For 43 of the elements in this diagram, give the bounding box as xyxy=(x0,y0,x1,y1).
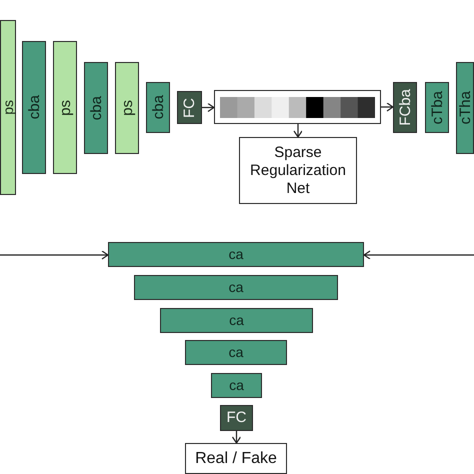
fc-block xyxy=(177,91,202,124)
layer-label: cTha xyxy=(456,91,474,125)
layer-block xyxy=(108,242,364,267)
layer-label: FC xyxy=(226,409,246,427)
layer-label: ps xyxy=(56,100,74,116)
layer-label: ca xyxy=(229,377,244,394)
layer-label: ca xyxy=(228,344,244,361)
layer-block xyxy=(115,62,139,154)
layer-block xyxy=(134,275,338,300)
arrow xyxy=(381,102,394,112)
layer-label: ps xyxy=(0,100,16,115)
fc-block xyxy=(393,82,417,133)
layer-block xyxy=(425,82,449,133)
layer-block xyxy=(84,62,108,154)
layer-block xyxy=(160,308,313,333)
arrow xyxy=(0,250,109,260)
text-box xyxy=(185,443,287,474)
arrow xyxy=(202,102,215,112)
text-box xyxy=(239,137,357,204)
layer-label: FC xyxy=(181,98,198,118)
layer-label: ca xyxy=(228,279,244,296)
layer-label: ca xyxy=(229,312,244,329)
layer-block xyxy=(22,41,46,174)
arrow xyxy=(293,124,303,138)
latent-vector-box xyxy=(214,90,381,124)
arrow xyxy=(232,431,242,444)
layer-label: cba xyxy=(150,95,166,120)
layer-label: cba xyxy=(26,95,42,120)
fc-block xyxy=(220,405,253,431)
layer-label: cTba xyxy=(428,90,446,124)
layer-label: ca xyxy=(228,246,244,263)
layer-label: ps xyxy=(118,100,136,116)
layer-block xyxy=(146,82,170,133)
layer-label: Sparse Regularization Net xyxy=(249,144,347,198)
layer-label: cba xyxy=(88,96,104,120)
layer-block xyxy=(456,62,474,154)
arrow xyxy=(363,250,474,260)
layer-label: Real / Fake xyxy=(195,448,277,468)
layer-block xyxy=(185,340,287,365)
layer-block xyxy=(0,20,16,195)
layer-label: FCba xyxy=(396,89,414,126)
layer-block xyxy=(211,373,262,398)
layer-block xyxy=(53,41,77,174)
